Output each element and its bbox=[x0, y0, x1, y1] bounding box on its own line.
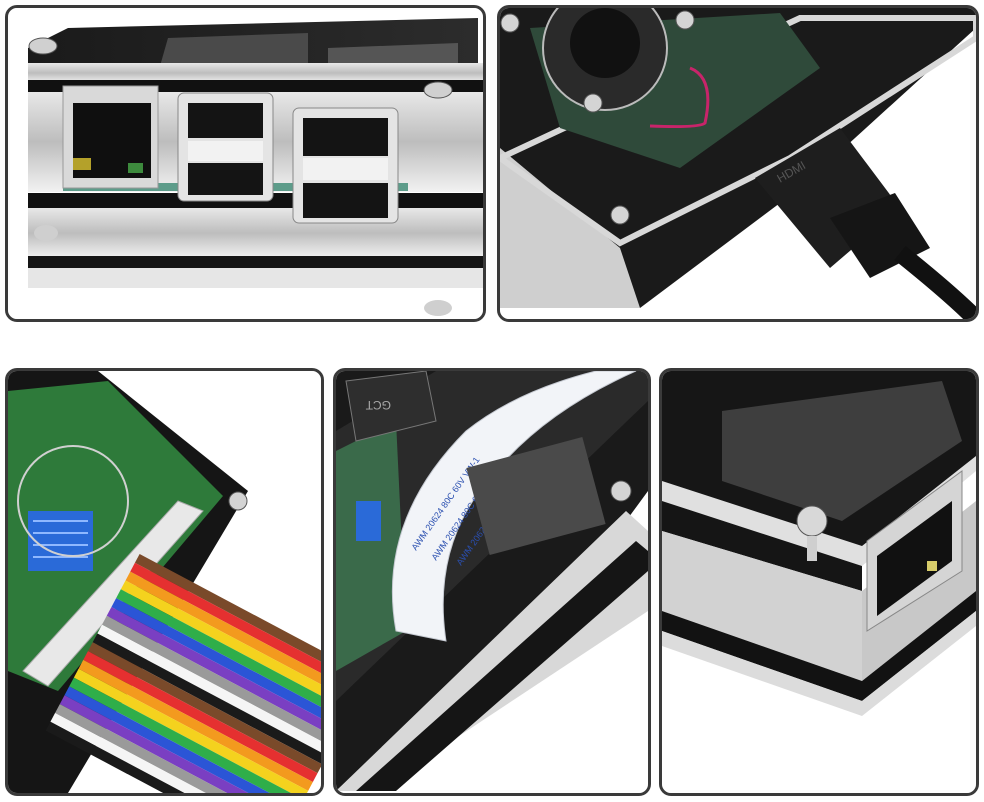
photo-panel-corner-ethernet bbox=[659, 368, 979, 796]
photo-panel-ports bbox=[5, 5, 486, 322]
screw-icon bbox=[610, 480, 632, 502]
ethernet-port-icon bbox=[62, 85, 159, 189]
svg-text:GCT: GCT bbox=[365, 398, 391, 412]
ethernet-port-icon bbox=[866, 470, 963, 632]
photo-panel-hdmi-fan: HDMI bbox=[497, 5, 979, 322]
usb-port-icon bbox=[177, 92, 274, 202]
screw-icon bbox=[796, 505, 828, 561]
photo-panel-gpio-ribbon bbox=[5, 368, 324, 796]
fan-icon bbox=[542, 8, 668, 111]
screw-icon bbox=[28, 37, 453, 99]
heatsink-icon bbox=[28, 511, 93, 571]
usb-port-icon bbox=[292, 107, 399, 224]
case-hdmi-photo: HDMI bbox=[500, 8, 976, 319]
case-camera-photo: GCT AWM 20624 80C 60V VW-1 AWM 20624 80C… bbox=[336, 371, 648, 793]
screw-icon bbox=[228, 491, 248, 511]
case-gpio-photo bbox=[8, 371, 321, 793]
screw-icon bbox=[500, 10, 695, 225]
hdmi-plug-icon: HDMI bbox=[755, 128, 976, 319]
case-corner-photo bbox=[662, 371, 976, 793]
photo-panel-camera-ribbon: GCT AWM 20624 80C 60V VW-1 AWM 20624 80C… bbox=[333, 368, 651, 796]
case-ports-photo bbox=[8, 8, 483, 319]
ribbon-cable-icon bbox=[45, 553, 321, 793]
